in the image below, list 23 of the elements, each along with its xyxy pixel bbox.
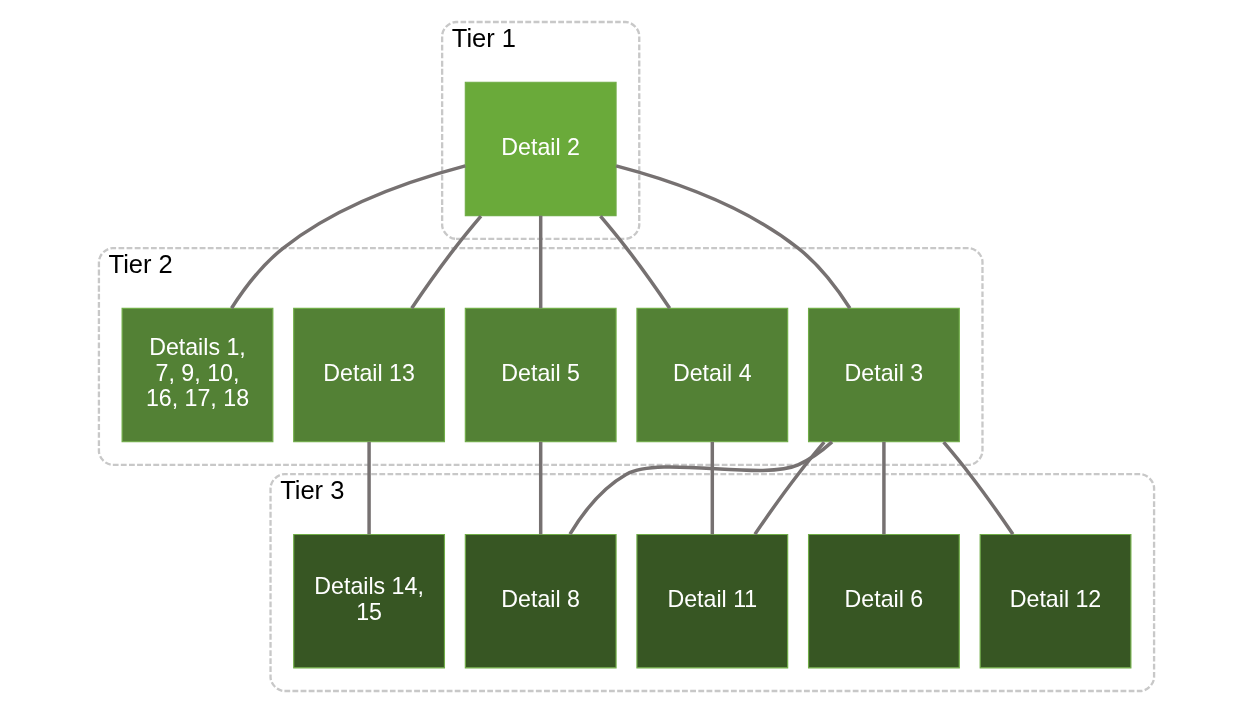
connector [538, 215, 542, 309]
connector [568, 440, 833, 536]
node-box: Detail 8 [464, 533, 617, 669]
node-box: Detail 13 [292, 307, 445, 443]
connector [598, 215, 671, 310]
connector [753, 441, 825, 536]
connector [941, 441, 1014, 536]
connector [229, 164, 466, 310]
node-box: Detail 12 [979, 533, 1131, 669]
connector [538, 441, 542, 535]
connector [366, 441, 371, 535]
node-box: Detail 2 [464, 81, 617, 217]
node-box: Detail 3 [807, 307, 960, 443]
connector [710, 441, 714, 535]
connector [881, 441, 886, 535]
node-box: Detail 5 [464, 307, 617, 443]
node-box: Detail 4 [635, 307, 788, 443]
connector [615, 164, 851, 310]
node-box: Detail 6 [807, 533, 960, 669]
node-box: Detail 11 [635, 533, 788, 669]
connector [409, 215, 482, 310]
node-box: Details 14, 15 [292, 533, 445, 669]
node-box: Details 1, 7, 9, 10, 16, 17, 18 [121, 307, 273, 443]
